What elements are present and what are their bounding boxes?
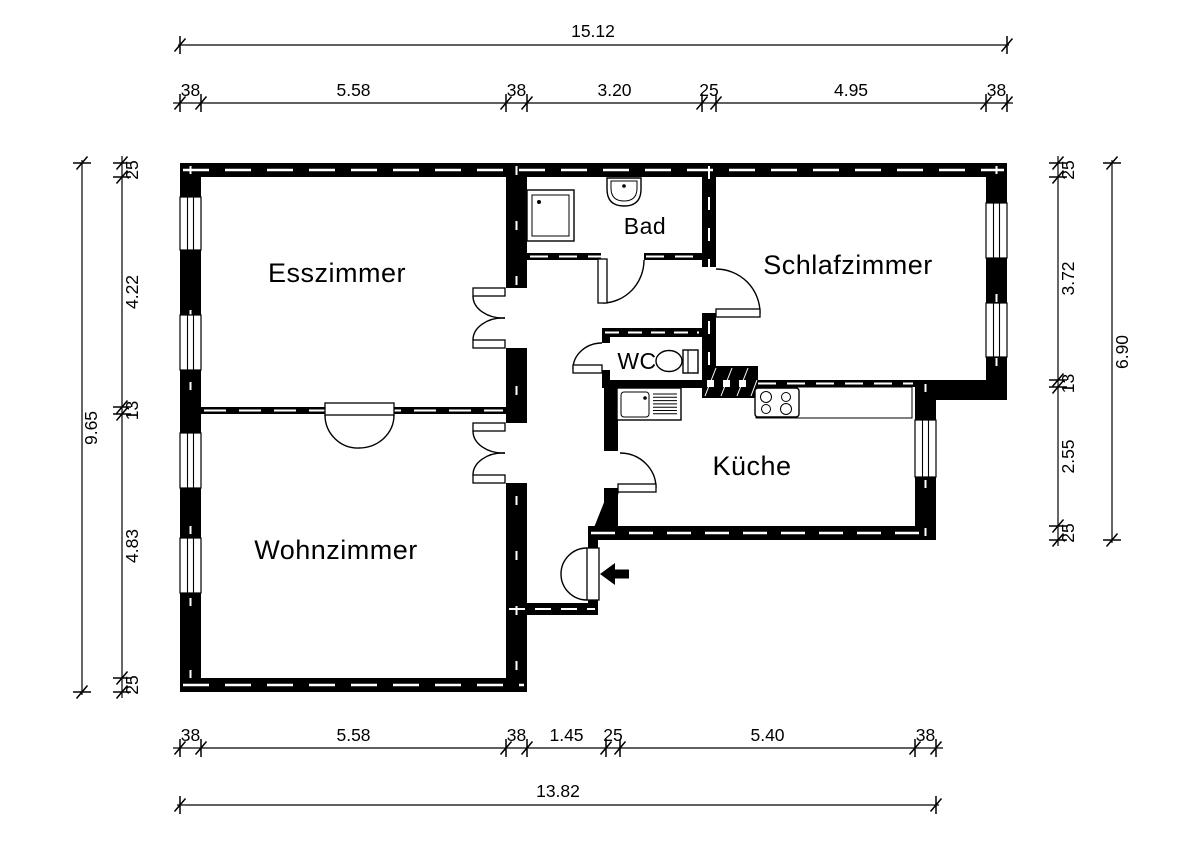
dim-right-seg-1: 3.72 <box>1058 261 1078 295</box>
door-esszimmer-wohnzimmer <box>324 402 395 449</box>
window-wohnzimmer-2 <box>179 537 202 594</box>
dim-bottom-seg-1: 5.58 <box>336 725 370 745</box>
dim-top-seg-3: 3.20 <box>597 80 631 100</box>
window-esszimmer-2 <box>179 314 202 371</box>
dim-left-seg-0: 25 <box>122 160 142 179</box>
toilet-icon <box>655 349 699 374</box>
windows <box>179 196 1008 594</box>
wall-entrance-stub-top <box>588 540 598 548</box>
stove-icon <box>754 386 913 419</box>
room-labels: Esszimmer Wohnzimmer Schlafzimmer Küche … <box>254 213 933 565</box>
dimension-top: 15.12 38 5.58 38 3.20 25 4.95 38 <box>173 21 1014 113</box>
wall-exterior-top <box>180 163 1007 177</box>
dimension-left: 9.65 25 4.22 13 4.83 25 <box>72 155 142 700</box>
dim-right-seg-3: 2.55 <box>1058 439 1078 473</box>
room-label-schlafzimmer: Schlafzimmer <box>763 250 933 280</box>
dim-right-total: 6.90 <box>1112 335 1132 369</box>
dim-top-seg-1: 5.58 <box>336 80 370 100</box>
dim-bottom-seg-5: 5.40 <box>750 725 784 745</box>
dim-top-seg-2: 38 <box>507 80 526 100</box>
kitchen-sink-icon <box>616 387 682 421</box>
wall-hall-south <box>506 603 598 615</box>
doors <box>324 252 761 601</box>
wall-schlafzimmer-kueche <box>756 380 915 387</box>
wall-diagonal-connector <box>589 490 620 540</box>
door-wc <box>572 342 611 374</box>
dim-bottom-seg-4: 25 <box>603 725 622 745</box>
room-label-wohnzimmer: Wohnzimmer <box>254 535 418 565</box>
door-kueche <box>603 451 657 493</box>
dimension-bottom: 38 5.58 38 1.45 25 5.40 38 13.82 <box>173 725 943 815</box>
window-kueche <box>914 419 937 478</box>
shower-icon <box>526 189 575 242</box>
dim-top-seg-4: 25 <box>699 80 718 100</box>
wall-corner-block <box>915 380 1007 400</box>
room-label-esszimmer: Esszimmer <box>268 258 406 288</box>
door-entrance <box>560 547 600 601</box>
chimney-flues <box>693 367 758 402</box>
window-schlafzimmer-1 <box>985 202 1008 259</box>
window-schlafzimmer-2 <box>985 302 1008 358</box>
dim-bottom-seg-2: 38 <box>507 725 526 745</box>
dim-left-seg-1: 4.22 <box>122 275 142 309</box>
dim-bottom-seg-3: 1.45 <box>549 725 583 745</box>
washbasin-icon <box>606 177 642 207</box>
dim-top-total: 15.12 <box>571 21 615 41</box>
dim-left-seg-2: 13 <box>122 401 142 420</box>
walls <box>180 163 1007 692</box>
dim-right-seg-0: 25 <box>1058 160 1078 179</box>
dim-left-seg-4: 25 <box>122 675 142 694</box>
entrance-arrow-icon <box>600 563 629 585</box>
door-bad <box>597 252 645 304</box>
dim-top-seg-0: 38 <box>181 80 200 100</box>
fixtures <box>526 177 913 421</box>
door-wohnzimmer-hall <box>472 422 529 484</box>
room-label-bad: Bad <box>624 213 666 239</box>
wall-wc-south <box>602 380 702 388</box>
dim-bottom-total: 13.82 <box>536 781 580 801</box>
window-esszimmer-1 <box>179 196 202 251</box>
dimension-right: 25 3.72 13 2.55 25 6.90 <box>1048 155 1132 548</box>
window-wohnzimmer-1 <box>179 432 202 489</box>
dim-left-seg-3: 4.83 <box>122 529 142 563</box>
door-esszimmer-hall <box>472 287 529 349</box>
room-label-wc: WC <box>617 348 656 374</box>
dim-left-total: 9.65 <box>81 411 101 445</box>
dim-top-seg-5: 4.95 <box>834 80 868 100</box>
door-schlafzimmer <box>700 267 761 318</box>
dim-right-seg-2: 13 <box>1058 374 1078 393</box>
room-label-kueche: Küche <box>712 451 791 481</box>
dim-bottom-seg-0: 38 <box>181 725 200 745</box>
dim-right-seg-4: 25 <box>1058 523 1078 542</box>
dim-top-seg-6: 38 <box>987 80 1006 100</box>
dim-bottom-seg-6: 38 <box>916 725 935 745</box>
